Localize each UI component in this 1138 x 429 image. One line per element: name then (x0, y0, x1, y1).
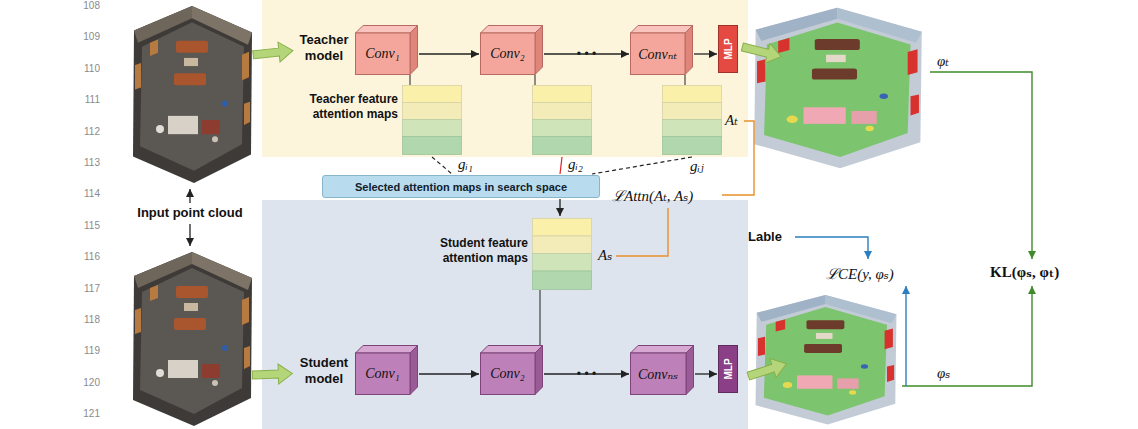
teacher-attention-maps (403, 86, 722, 155)
math-symbol: Aₛ (598, 246, 612, 264)
block-label: Conv₁ (365, 46, 399, 62)
line-number: 110 (58, 63, 100, 74)
math-symbol: gᵢ₁ (458, 156, 473, 173)
cube-front (631, 353, 687, 395)
output-loss-lines (795, 237, 868, 259)
cube-front (481, 33, 536, 75)
block-label: Conv₂ (490, 46, 524, 62)
output-loss-lines (902, 286, 1032, 386)
conv-block: Conv₂ (480, 25, 543, 75)
conv-block: Conv₁ (355, 25, 418, 75)
selection-lines (432, 157, 692, 174)
input-arrows (189, 224, 190, 246)
math-symbol: φₜ (937, 52, 949, 70)
output-loss-lines (795, 72, 1032, 386)
block-label: Conv₁ (365, 366, 399, 382)
line-number: 115 (58, 220, 100, 231)
loss-label: ℒCE(y, φₛ) (826, 263, 894, 283)
line-number: 116 (58, 251, 100, 262)
flow-connector (419, 373, 479, 374)
flow-connector (419, 53, 479, 54)
loss-label: KL(φₛ, φₜ) (990, 263, 1059, 281)
cube-top (631, 26, 693, 34)
selection-box: Selected attention maps in search space (322, 175, 600, 198)
math-symbol: gᵢ₂ (568, 156, 583, 173)
line-number: 117 (58, 283, 100, 294)
block-label: MLP (723, 358, 734, 379)
line-number: 111 (58, 94, 100, 105)
math-symbol: gᵢⱼ (690, 157, 704, 175)
block-label: Conv₂ (490, 366, 524, 382)
math-symbol: φₛ (937, 364, 950, 382)
line-number: 120 (58, 377, 100, 388)
block-label: Convₙₜ (638, 46, 677, 63)
cube-top (356, 26, 418, 34)
label-text: Lable (748, 229, 782, 244)
line-number: 112 (58, 126, 100, 137)
loss-label: ℒAttn(Aₜ, Aₛ) (612, 185, 693, 205)
student-attention-map (533, 219, 592, 290)
cube-top (481, 346, 543, 354)
feature-taps (540, 290, 541, 345)
conv-block: Convₙₛ (630, 345, 694, 395)
attention-title: Student feature attention maps (416, 236, 528, 266)
line-number: 114 (58, 188, 100, 199)
line-number: 109 (58, 31, 100, 42)
flow-connector (694, 53, 717, 54)
cube-side (535, 346, 543, 395)
conv-block: Convₙₜ (630, 25, 693, 75)
cube-top (631, 346, 694, 354)
cube-side (686, 346, 694, 395)
cube-side (410, 26, 418, 75)
block-label: MLP (723, 38, 734, 59)
attention-title: Teacher feature attention maps (284, 92, 398, 122)
selection-arrow (559, 199, 560, 216)
cube-front (631, 33, 686, 75)
output-loss-lines (930, 72, 1032, 259)
student-output (756, 295, 897, 425)
flow-connector (695, 373, 717, 374)
mlp-block: MLP (718, 345, 738, 393)
feature-taps (535, 75, 536, 85)
student-panel: Conv₁ Conv₂ Convₙₛ MLP Student feature atten… (262, 200, 748, 429)
teacher-attention-maps (403, 86, 462, 155)
conv-block: Conv₁ (355, 345, 418, 395)
feature-taps (410, 75, 411, 85)
math-symbol: Aₜ (725, 111, 738, 129)
selection-lines (432, 157, 452, 174)
flow-connector (544, 373, 629, 374)
cube-front (481, 353, 536, 395)
flow-arrow (745, 354, 789, 385)
line-number: 121 (58, 408, 100, 419)
selection-lines (560, 157, 562, 174)
box-label: Selected attention maps in search space (355, 181, 567, 193)
model-title: Teacher model (294, 32, 354, 63)
line-number: 113 (58, 157, 100, 168)
input-point-cloud (133, 252, 252, 426)
line-number: 108 (58, 0, 100, 11)
block-label: Convₙₛ (638, 366, 678, 383)
model-title: Student model (294, 355, 354, 386)
input-label: Input point cloud (125, 205, 255, 220)
flow-connector (544, 53, 629, 54)
line-number: 119 (58, 345, 100, 356)
cube-top (481, 26, 543, 34)
conv-block: Conv₂ (480, 345, 543, 395)
teacher-output (754, 8, 922, 168)
selection-lines (592, 157, 692, 174)
cube-side (535, 26, 543, 75)
cube-front (356, 353, 411, 395)
mlp-block: MLP (718, 25, 738, 73)
output-loss-lines (905, 286, 906, 386)
cube-side (685, 26, 693, 75)
cube-front (356, 33, 411, 75)
teacher-attention-maps (663, 86, 722, 155)
input-point-cloud (133, 6, 252, 183)
teacher-attention-maps (533, 86, 592, 155)
feature-taps (685, 75, 686, 85)
cube-side (410, 346, 418, 395)
input-arrows (189, 189, 190, 203)
cube-top (356, 346, 418, 354)
line-number: 118 (58, 314, 100, 325)
